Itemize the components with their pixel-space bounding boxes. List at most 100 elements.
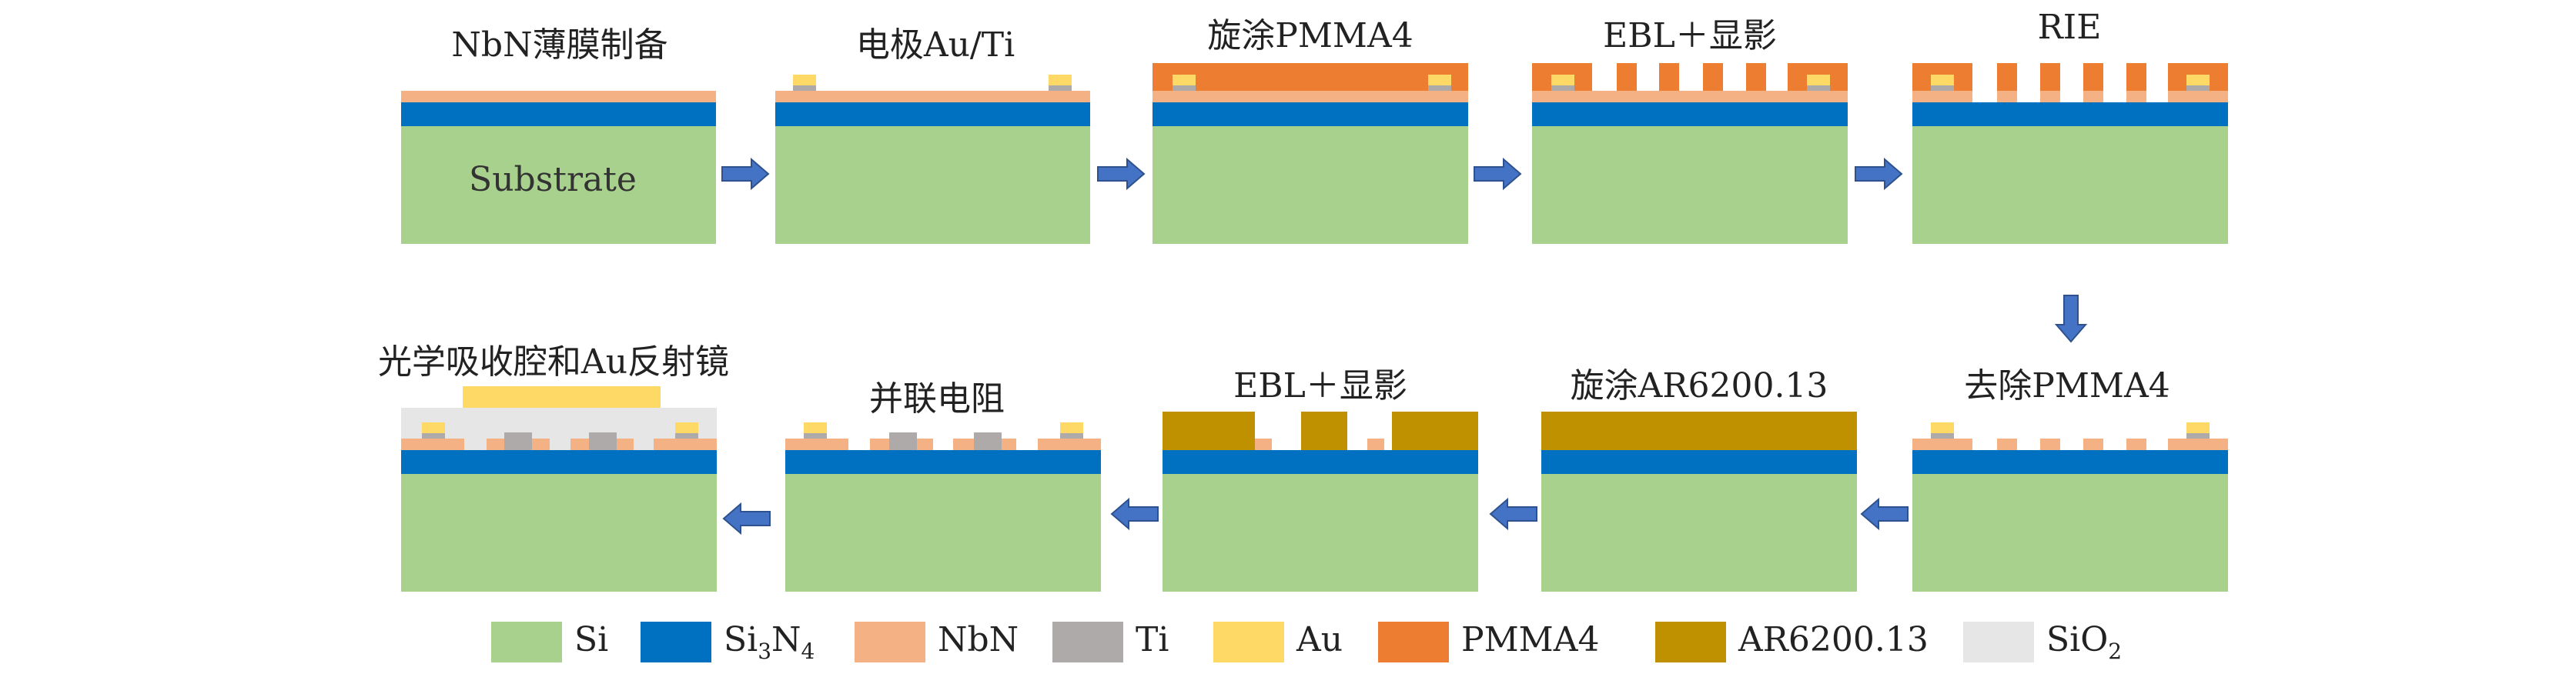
ti-pad-right — [2186, 433, 2210, 439]
ti-pad-left — [1173, 85, 1196, 91]
ti-pad-left — [1931, 85, 1954, 91]
au-pad-left — [1931, 422, 1954, 433]
legend-label-si3n4: Si3N4 — [724, 620, 815, 664]
step-6-title: 去除PMMA4 — [1964, 366, 2170, 405]
legend-label-si: Si — [574, 620, 609, 659]
si-substrate — [1912, 474, 2228, 592]
legend-swatch-si — [491, 622, 562, 662]
si3n4-layer — [1541, 450, 1857, 474]
legend-label-sio2: SiO2 — [2046, 620, 2123, 664]
step-10-title: 光学吸收腔和Au反射镜 — [377, 342, 730, 382]
si3n4-layer — [1163, 450, 1478, 474]
si-substrate — [1153, 126, 1468, 244]
ti-pad-right — [2186, 85, 2210, 91]
au-pad-left — [422, 422, 445, 433]
si-substrate — [401, 126, 716, 244]
ti-pad-right — [1807, 85, 1830, 91]
si3n4-layer — [1153, 102, 1468, 126]
pmma-finger-3 — [2083, 63, 2103, 91]
si-substrate — [775, 126, 1090, 244]
nbn-finger-3 — [2083, 91, 2103, 102]
au-pad-right — [2186, 422, 2210, 433]
nbn-layer — [775, 91, 1090, 102]
au-pad-left — [1551, 75, 1574, 85]
nbn-finger-2 — [2040, 91, 2060, 102]
ar-resist-layer — [1541, 412, 1857, 450]
step-5-stack — [1912, 63, 2228, 244]
pmma-finger-1 — [1617, 63, 1637, 91]
step-8-stack — [1163, 412, 1478, 592]
nbn-segment-1 — [1255, 439, 1272, 450]
step-4-stack — [1532, 63, 1848, 244]
ti-pad-left — [1551, 85, 1574, 91]
arrow-left-icon — [723, 503, 771, 534]
si-substrate — [1541, 474, 1857, 592]
nbn-finger-4 — [2126, 91, 2146, 102]
nbn-finger-3 — [2083, 439, 2103, 450]
ti-pad-left — [1931, 433, 1954, 439]
nbn-block-left — [785, 439, 848, 450]
legend-label-pmma4: PMMA4 — [1461, 620, 1600, 659]
nbn-finger-2 — [2040, 439, 2060, 450]
au-pad-left — [804, 422, 827, 433]
step-2-stack — [775, 75, 1090, 244]
au-pad-right — [1807, 75, 1830, 85]
step-7-stack — [1541, 412, 1857, 592]
ti-resistor-2 — [589, 432, 617, 450]
nbn-finger-4 — [2126, 439, 2146, 450]
nbn-block-right — [1038, 439, 1101, 450]
pmma-layer — [1153, 63, 1468, 91]
arrow-right-icon — [1855, 158, 1902, 189]
nbn-block-left — [1912, 439, 1972, 450]
si3n4-layer — [1532, 102, 1848, 126]
au-pad-right — [1428, 75, 1451, 85]
legend-swatch-sio2 — [1963, 622, 2034, 662]
arrow-left-icon — [1861, 499, 1909, 529]
si-substrate — [1912, 126, 2228, 244]
step-4-title: EBL＋显影 — [1603, 16, 1777, 55]
si3n4-layer — [1912, 450, 2228, 474]
ar-resist-middle — [1301, 412, 1347, 450]
ti-pad-left — [422, 433, 445, 439]
au-pad-left — [793, 75, 816, 85]
step-6-stack — [1912, 422, 2228, 592]
ti-resistor-2 — [974, 432, 1002, 450]
legend-label-au: Au — [1296, 620, 1343, 659]
au-pad-right — [2186, 75, 2210, 85]
step-9-title: 并联电阻 — [869, 379, 1005, 419]
au-pad-right — [1060, 422, 1083, 433]
pmma-finger-4 — [1746, 63, 1766, 91]
legend-label-ti: Ti — [1136, 620, 1169, 659]
step-8-title: EBL＋显影 — [1233, 366, 1407, 405]
legend — [491, 622, 2034, 662]
nbn-layer — [1532, 91, 1848, 102]
si-substrate — [1532, 126, 1848, 244]
nbn-block-right — [2168, 91, 2228, 102]
pmma-finger-2 — [2040, 63, 2060, 91]
nbn-layer — [1153, 91, 1468, 102]
nbn-finger-1 — [1997, 439, 2017, 450]
si-substrate — [1163, 474, 1478, 592]
ti-pad-right — [675, 433, 698, 439]
step-2-title: 电极Au/Ti — [855, 25, 1015, 65]
step-5-title: RIE — [2037, 8, 2102, 47]
step-10-stack — [401, 386, 717, 592]
ti-pad-right — [1428, 85, 1451, 91]
pmma-finger-2 — [1659, 63, 1679, 91]
arrow-right-icon — [721, 158, 769, 189]
step-7-title: 旋涂AR6200.13 — [1570, 366, 1828, 405]
ti-pad-left — [804, 433, 827, 439]
pmma-finger-3 — [1703, 63, 1723, 91]
arrow-left-icon — [1111, 499, 1159, 529]
au-pad-left — [1931, 75, 1954, 85]
au-pad-left — [1173, 75, 1196, 85]
ti-resistor-1 — [889, 432, 917, 450]
si3n4-layer — [775, 102, 1090, 126]
step-9-stack — [785, 422, 1101, 592]
si3n4-layer — [785, 450, 1101, 474]
legend-label-nbn: NbN — [938, 620, 1019, 659]
arrow-down-icon — [2056, 295, 2086, 342]
legend-swatch-nbn — [855, 622, 925, 662]
